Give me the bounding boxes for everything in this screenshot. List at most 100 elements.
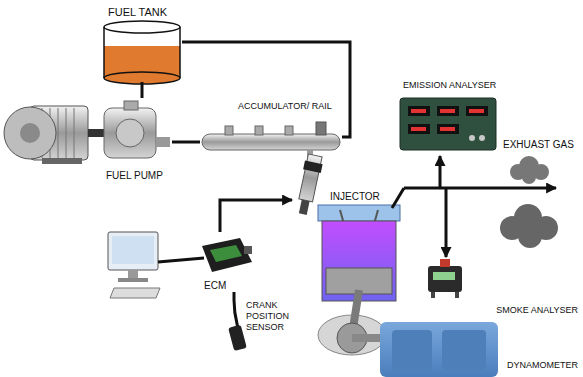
- emission-analyser: [400, 98, 496, 150]
- emission-analyser: [411, 127, 426, 131]
- fuel-pump: [116, 119, 144, 147]
- crank-position-sensor: [228, 300, 247, 351]
- emission-analyser: [437, 106, 459, 116]
- fuel-pump: [124, 101, 138, 110]
- common-rail: [225, 126, 233, 135]
- emission-analyser: [408, 124, 430, 134]
- engine-control-module: [210, 245, 242, 262]
- emission-analyser: [466, 106, 488, 116]
- fuel-injector: [303, 160, 322, 173]
- exhaust-cloud: [518, 224, 542, 248]
- component-label: ECM: [204, 280, 226, 292]
- electric-motor: [74, 108, 75, 158]
- component-label: ACCUMULATOR/ RAIL: [238, 101, 332, 112]
- fuel-pump: [104, 108, 156, 158]
- common-rail: [316, 122, 326, 135]
- component-node: FUEL PUMP: [98, 98, 172, 184]
- emission-analyser: [479, 135, 485, 141]
- smoke-analyser: [440, 259, 450, 267]
- engine-control-module: [244, 246, 252, 254]
- fuel-injector: [299, 200, 310, 215]
- smoke-analyser: [431, 292, 435, 298]
- fuel-tank: [104, 21, 180, 84]
- electric-motor: [4, 106, 104, 164]
- electric-motor: [66, 108, 67, 158]
- component-label: FUEL TANK: [108, 6, 167, 19]
- component-label: EMISSION ANALYSER: [403, 80, 496, 91]
- exhaust-flow: [404, 187, 556, 190]
- emission-analyser: [400, 98, 496, 150]
- fuel-injector: [299, 154, 322, 202]
- fuel-injector: [294, 154, 324, 216]
- component-label: DYNAMOMETER: [507, 360, 578, 371]
- dynamometer: [442, 330, 486, 370]
- connector-line: [182, 42, 350, 137]
- component-node: ECM: [196, 232, 254, 292]
- connector-line: [141, 82, 144, 98]
- electric-motor: [58, 108, 59, 158]
- computer: [112, 236, 154, 264]
- exhaust-flow: [439, 156, 442, 188]
- common-rail: [285, 126, 293, 135]
- computer: [108, 232, 204, 298]
- emission-analyser: [440, 109, 455, 113]
- component-node: EMISSION ANALYSER: [395, 78, 501, 154]
- fuel-pump: [104, 101, 170, 158]
- connector-line: [172, 141, 200, 144]
- crank-position-sensor: [234, 300, 238, 328]
- emission-analyser: [440, 127, 455, 131]
- computer: [110, 288, 160, 298]
- component-node: CRANK POSITION SENSOR: [226, 300, 304, 358]
- component-node: ACCUMULATOR/ RAIL: [200, 97, 342, 159]
- smoke-analyser: [455, 292, 459, 298]
- common-rail: [202, 122, 340, 158]
- emission-analyser: [469, 135, 475, 141]
- engine: [322, 221, 396, 301]
- component-node: FUEL TANK: [100, 4, 182, 82]
- exhaust-cloud: [500, 156, 558, 248]
- common-rail: [255, 126, 263, 135]
- fuel-tank: [104, 27, 180, 78]
- common-rail: [202, 134, 340, 150]
- engine: [352, 334, 382, 342]
- emission-analyser: [408, 106, 430, 116]
- emission-analyser: [437, 124, 459, 134]
- component-node: SMOKE ANALYSER: [420, 262, 580, 316]
- component-label: EXHUAST GAS: [503, 139, 574, 151]
- component-label: SMOKE ANALYSER: [496, 305, 578, 316]
- dynamometer: [380, 322, 498, 377]
- computer: [128, 270, 138, 278]
- component-node: DYNAMOMETER: [376, 320, 580, 374]
- component-label: CRANK POSITION SENSOR: [246, 300, 302, 332]
- computer: [118, 278, 148, 282]
- electric-motor: [20, 123, 40, 143]
- engine: [392, 188, 404, 208]
- smoke-analyser: [428, 266, 462, 292]
- fuel-pump: [156, 137, 170, 147]
- dynamometer: [380, 322, 498, 377]
- fuel-tank: [179, 27, 181, 78]
- exhaust-cloud: [522, 170, 536, 184]
- engine-control-module: [202, 238, 252, 272]
- crank-position-sensor: [228, 325, 247, 352]
- smoke-analyser: [428, 259, 462, 298]
- fuel-tank: [104, 21, 180, 33]
- computer: [158, 258, 204, 262]
- emission-analyser: [469, 109, 484, 113]
- emission-analyser: [411, 109, 426, 113]
- component-label: INJECTOR: [330, 191, 380, 203]
- exhaust-flow: [404, 156, 556, 257]
- component-label: FUEL PUMP: [106, 170, 163, 182]
- component-node: EXHUAST GAS: [501, 136, 580, 156]
- electric-motor: [42, 158, 82, 164]
- electric-motor: [4, 107, 56, 159]
- computer: [108, 232, 158, 270]
- exhaust-flow: [445, 188, 448, 257]
- electric-motor: [88, 129, 104, 137]
- engine: [318, 205, 400, 221]
- connector-line: [220, 200, 292, 232]
- engine-control-module: [202, 238, 252, 272]
